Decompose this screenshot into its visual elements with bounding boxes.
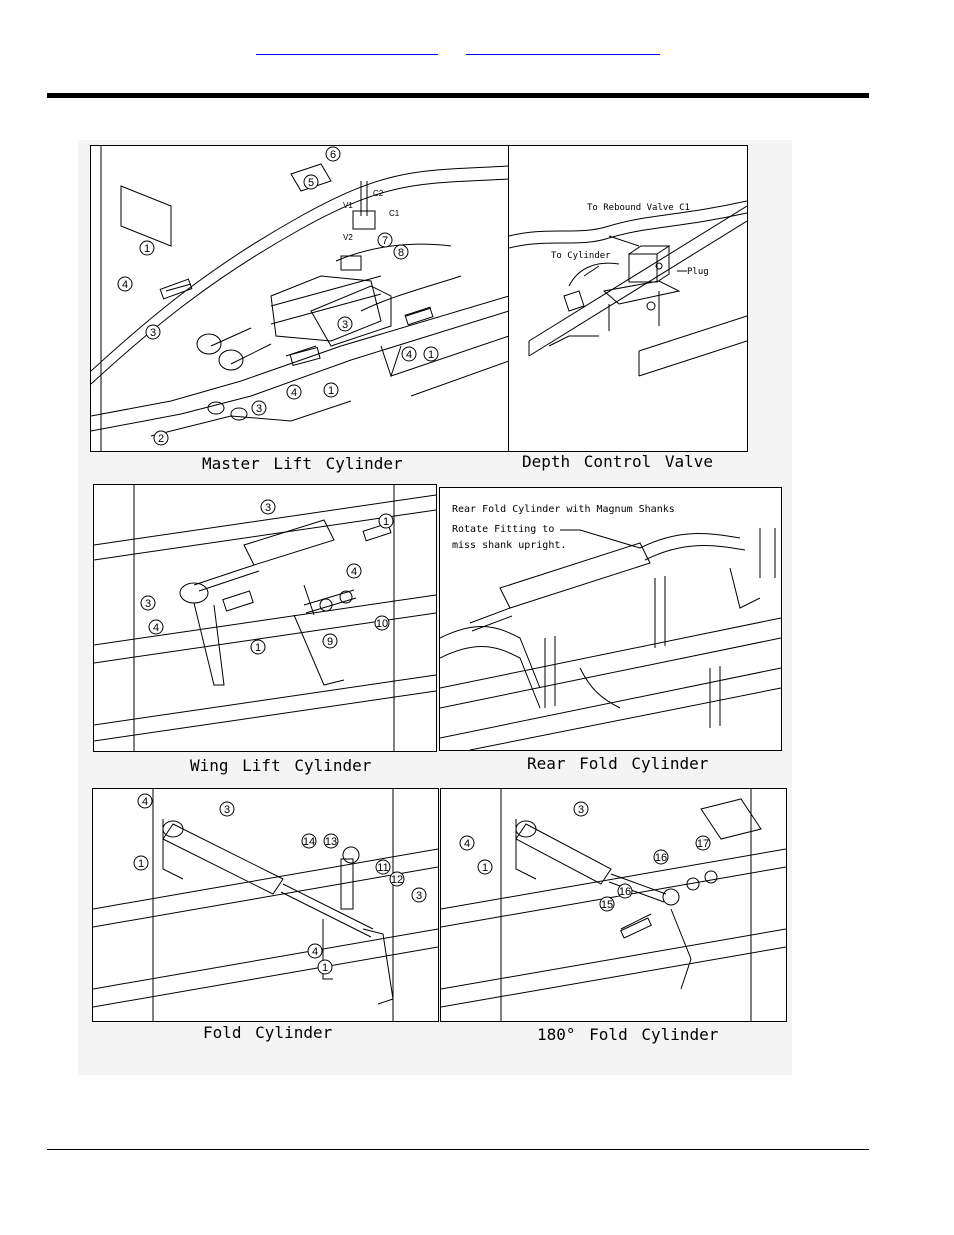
rear-fold-note-line-2: miss shank upright.	[452, 540, 566, 551]
fold-callout-14: 14	[303, 836, 315, 848]
rear-fold-note-title: Rear Fold Cylinder with Magnum Shanks	[452, 504, 675, 515]
master-callout-2: 2	[158, 433, 164, 445]
rear-fold-cylinder-panel: Rear Fold Cylinder with Magnum Shanks Ro…	[439, 487, 782, 751]
fold-callout-12: 12	[391, 874, 403, 886]
master-callout-7: 7	[382, 235, 388, 247]
rear-fold-note-line-1: Rotate Fitting to	[452, 524, 554, 535]
fold180-callout-17: 17	[697, 838, 709, 850]
fold-callout-4a: 4	[142, 796, 148, 808]
fold-180-cylinder-panel: 3 4 1 16 17 16 15	[440, 788, 787, 1022]
fold-callout-4b: 4	[312, 946, 318, 958]
footer-rule	[47, 1149, 869, 1150]
label-plug: Plug	[687, 267, 709, 277]
depth-control-valve-panel: To Rebound Valve C1 To Cylinder Plug	[508, 145, 748, 452]
wing-callout-4b: 4	[153, 622, 159, 634]
port-label-v2: V2	[343, 233, 353, 242]
fold-callout-3a: 3	[224, 804, 230, 816]
master-callout-4b: 4	[291, 387, 297, 399]
caption-fold-cylinder: Fold Cylinder	[203, 1023, 333, 1042]
wing-callout-3b: 3	[145, 598, 151, 610]
depth-control-valve-drawing: To Rebound Valve C1 To Cylinder Plug	[509, 200, 747, 377]
master-callout-3a: 3	[150, 327, 156, 339]
header-rule	[47, 93, 869, 98]
rear-fold-cylinder-drawing: Rear Fold Cylinder with Magnum Shanks Ro…	[440, 504, 781, 750]
master-lift-cylinder-panel: 1 4 3 2 3 4 1 5 6 7 8 3 4 1 V1 V2 C2 C1	[90, 145, 510, 452]
wing-lift-cylinder-panel: 3 1 4 3 4 1 9 10	[93, 484, 437, 752]
master-callout-3c: 3	[342, 319, 348, 331]
master-callout-3b: 3	[256, 403, 262, 415]
caption-fold-180-cylinder: 180° Fold Cylinder	[537, 1025, 719, 1044]
wing-lift-cylinder-drawing: 3 1 4 3 4 1 9 10	[94, 485, 436, 751]
caption-wing-lift-cylinder: Wing Lift Cylinder	[190, 756, 372, 775]
fold180-callout-15: 15	[601, 899, 613, 911]
wing-callout-4a: 4	[351, 566, 357, 578]
header-link-1[interactable]	[256, 40, 438, 55]
fold180-callout-3: 3	[578, 804, 584, 816]
wing-callout-9: 9	[327, 636, 333, 648]
fold180-callout-4: 4	[464, 838, 470, 850]
fold180-callout-16b: 16	[619, 886, 631, 898]
fold-callout-3b: 3	[416, 890, 422, 902]
master-callout-1a: 1	[144, 243, 150, 255]
fold-180-cylinder-drawing: 3 4 1 16 17 16 15	[441, 789, 786, 1021]
port-label-c2: C2	[373, 189, 384, 198]
caption-master-lift-cylinder: Master Lift Cylinder	[202, 454, 403, 473]
port-label-c1: C1	[389, 209, 400, 218]
wing-callout-3a: 3	[265, 502, 271, 514]
parts-diagram-figure: 1 4 3 2 3 4 1 5 6 7 8 3 4 1 V1 V2 C2 C1	[78, 140, 792, 1075]
fold-callout-13: 13	[325, 836, 337, 848]
fold180-callout-16a: 16	[655, 852, 667, 864]
master-callout-4a: 4	[122, 279, 128, 291]
master-callout-1c: 1	[428, 349, 434, 361]
port-label-v1: V1	[343, 201, 353, 210]
fold-callout-11: 11	[377, 862, 388, 874]
master-callout-4c: 4	[406, 349, 412, 361]
master-callout-6: 6	[330, 149, 336, 161]
wing-callout-1b: 1	[255, 642, 261, 654]
master-callout-5: 5	[308, 177, 314, 189]
wing-callout-10: 10	[376, 618, 388, 630]
fold-cylinder-panel: 4 3 1 14 13 11 12 3 4 1	[92, 788, 439, 1022]
fold-callout-1b: 1	[322, 962, 328, 974]
label-to-cylinder: To Cylinder	[551, 251, 611, 261]
label-to-rebound-valve: To Rebound Valve C1	[587, 203, 690, 213]
fold-cylinder-drawing: 4 3 1 14 13 11 12 3 4 1	[93, 789, 438, 1021]
fold180-callout-1: 1	[482, 862, 488, 874]
master-lift-cylinder-drawing: 1 4 3 2 3 4 1 5 6 7 8 3 4 1 V1 V2 C2 C1	[91, 146, 509, 451]
fold-callout-1a: 1	[138, 858, 144, 870]
master-callout-1b: 1	[328, 385, 334, 397]
caption-rear-fold-cylinder: Rear Fold Cylinder	[527, 754, 709, 773]
wing-callout-1a: 1	[383, 516, 389, 528]
caption-depth-control-valve: Depth Control Valve	[522, 452, 714, 471]
header-link-2[interactable]	[466, 40, 660, 55]
master-callout-8: 8	[398, 247, 404, 259]
